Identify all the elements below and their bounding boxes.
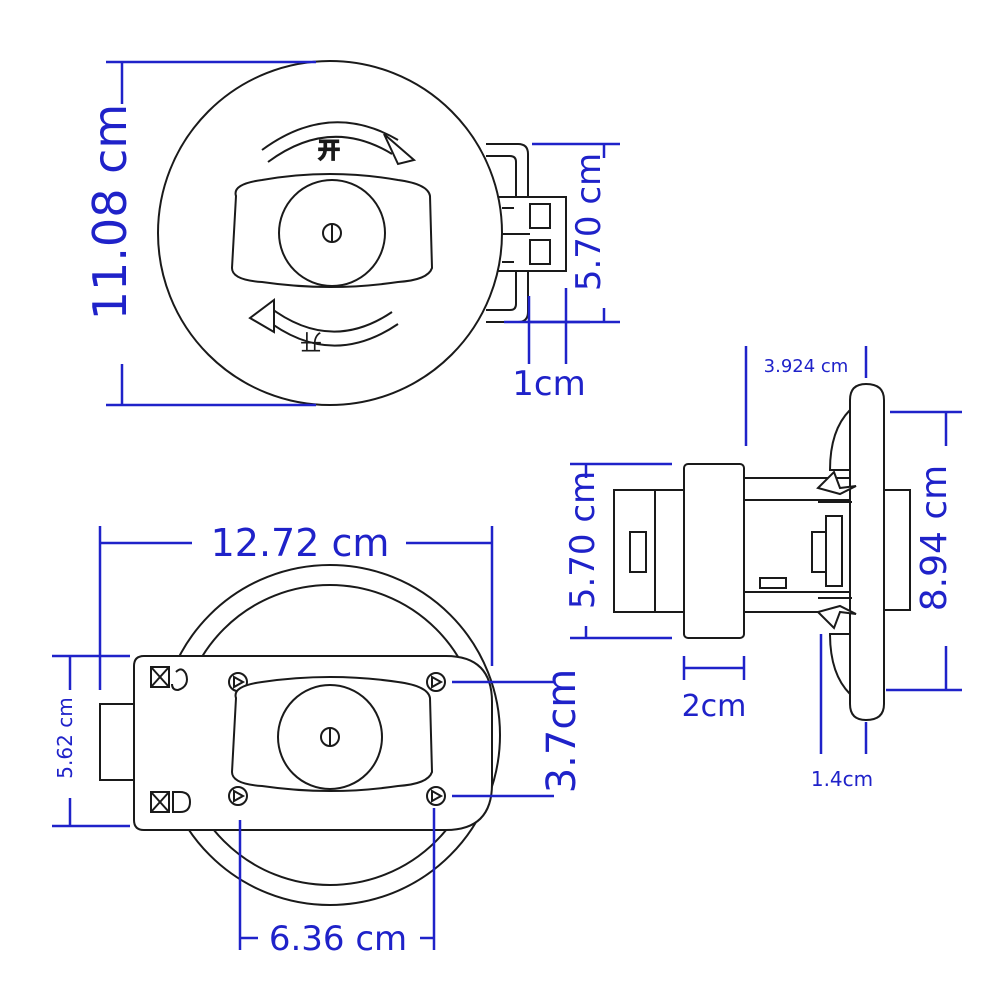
screw-mark-icon (431, 789, 444, 803)
flange-height-dimension-label: 8.94 cm (914, 465, 955, 611)
arrow-head-icon (383, 133, 417, 166)
keyhole-icon (320, 727, 340, 747)
flange-dimension-label: 1.4cm (811, 767, 873, 791)
side-view-body-recess (629, 531, 647, 573)
keyhole-icon (322, 223, 342, 243)
hook-icon (171, 668, 188, 692)
tab-height-dimension-label: 5.70 cm (569, 153, 609, 291)
side-view-collar (683, 463, 745, 639)
width-dimension-label: 12.72 cm (211, 521, 390, 565)
side-view-latch-block-2 (825, 515, 843, 587)
open-symbol-bottom: 开 (300, 328, 322, 353)
plate-height-dimension-label: 5.62 cm (53, 697, 77, 778)
open-symbol-top: 开 (318, 139, 340, 164)
depth-dimension-label: 3.924 cm (764, 356, 849, 377)
side-view-latch-pin (759, 577, 787, 589)
hole-horizontal-dimension-label: 6.36 cm (269, 919, 407, 959)
side-view-flange (849, 382, 885, 722)
d-ring-icon (172, 791, 192, 813)
tab-width-dimension-label: 1cm (512, 364, 585, 404)
side-view (613, 382, 911, 722)
top-view-rotate-arrow-bottom (263, 317, 399, 347)
arrow-head-icon (248, 298, 275, 334)
screw-mark-icon (431, 675, 444, 689)
top-view-plug-slot-lower (529, 239, 551, 265)
lock-symbol-icon (150, 666, 170, 688)
side-view-lock-body (613, 489, 685, 613)
top-view-rotate-arrow-top-inner (267, 135, 393, 163)
bottom-view (99, 564, 501, 906)
hole-vertical-dimension-label: 3.7cm (539, 669, 585, 794)
top-view-dimensions: 11.08 cm 5.70 cm 1cm (83, 60, 620, 407)
bottom-view-dimensions: 12.72 cm 5.62 cm 3.7cm 6.36 cm (52, 521, 585, 959)
screw-mark-icon (233, 789, 246, 803)
top-view: 开 开 (157, 60, 567, 406)
lock-symbol-cross (150, 666, 170, 688)
clip-icon (816, 470, 857, 496)
side-view-dome-bottom (828, 633, 851, 695)
top-view-rotate-arrow-top (261, 121, 399, 151)
side-view-dome-top (828, 409, 851, 471)
unlock-symbol-cross (150, 791, 170, 813)
collar-dimension-label: 2cm (682, 689, 747, 724)
height-dimension-label: 11.08 cm (83, 104, 137, 320)
top-view-plug-slot-upper (529, 203, 551, 229)
side-view-mount-plate (883, 489, 911, 611)
side-view-dimensions: 3.924 cm 5.70 cm 8.94 cm 2cm 1.4cm (563, 346, 962, 791)
top-view-rotate-arrow-bottom-inner (267, 305, 393, 333)
body-height-dimension-label: 5.70 cm (563, 471, 603, 609)
screw-mark-icon (233, 675, 246, 689)
bottom-view-side-tab (99, 703, 137, 781)
clip-icon (816, 604, 857, 630)
unlock-symbol-icon (150, 791, 170, 813)
